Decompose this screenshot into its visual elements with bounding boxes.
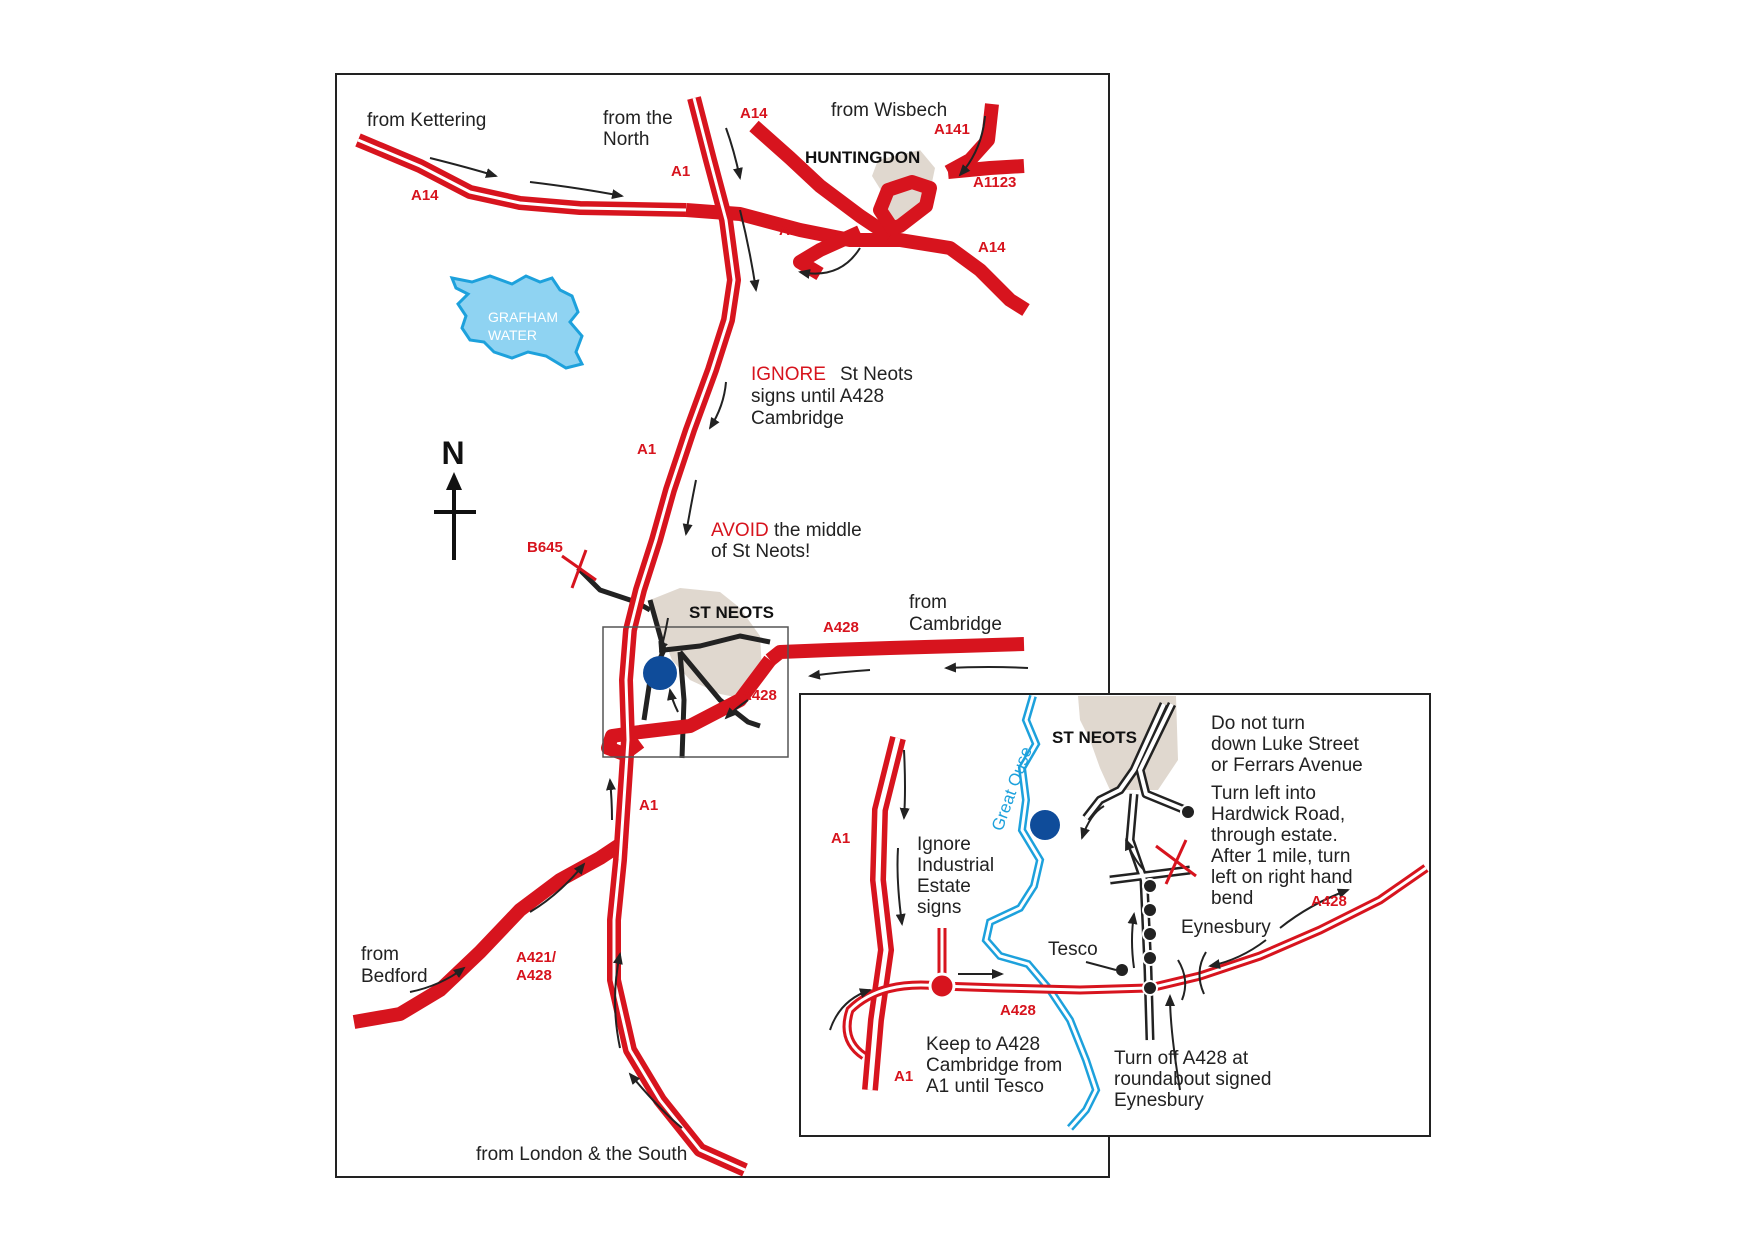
a1123-label: A1123 <box>973 174 1016 191</box>
ignore-note-line1: IGNORE St Neots <box>751 364 913 385</box>
huntingdon-label: HUNTINGDON <box>805 148 920 167</box>
from-london-label: from London & the South <box>476 1144 687 1165</box>
ignore-note-line3: Cambridge <box>751 408 844 429</box>
grafham-water <box>449 274 585 370</box>
inset-st-neots-label: ST NEOTS <box>1052 728 1137 747</box>
from-cambridge-label-1: from <box>909 592 947 613</box>
from-bedford-label-2: Bedford <box>361 966 428 987</box>
inset-a428-mid-label: A428 <box>1000 1002 1036 1019</box>
eynesbury-label: Eynesbury <box>1181 917 1271 938</box>
from-kettering-label: from Kettering <box>367 110 486 131</box>
inset-locator-box <box>602 626 789 758</box>
ignore-note-text1: St Neots <box>840 364 913 385</box>
inset-a1-bottom-label: A1 <box>894 1068 913 1085</box>
lake-label-line1: GRAFHAM <box>488 309 558 325</box>
a1-top-label: A1 <box>671 163 690 180</box>
ignore-note-line2: signs until A428 <box>751 386 884 407</box>
turn-off-line1: Turn off A428 at <box>1114 1048 1249 1069</box>
a14-north-road <box>749 120 894 242</box>
ignore-industrial-line3: Estate <box>917 876 971 897</box>
a428-east-label: A428 <box>823 619 859 636</box>
from-bedford-label-1: from <box>361 944 399 965</box>
a14-west-label: A14 <box>411 187 439 204</box>
a421-label-1: A421/ <box>516 949 557 966</box>
a14-mid-label: A14 <box>779 222 807 239</box>
do-not-turn-line3: or Ferrars Avenue <box>1211 755 1363 776</box>
a14-top-label: A14 <box>740 105 768 122</box>
b645-label: B645 <box>527 539 563 556</box>
avoid-note-line2: of St Neots! <box>711 541 810 562</box>
keep-to-line2: Cambridge from <box>926 1055 1062 1076</box>
from-cambridge-label-2: Cambridge <box>909 614 1002 635</box>
a141-label: A141 <box>934 121 970 138</box>
from-north-label-1: from the <box>603 108 673 129</box>
tesco-label: Tesco <box>1048 939 1098 960</box>
ignore-warning-word: IGNORE <box>751 364 826 385</box>
a428-roundabout <box>928 972 956 1000</box>
huntingdon-ring <box>873 175 937 235</box>
a428-bypass <box>601 655 776 761</box>
tesco-marker <box>1116 964 1128 976</box>
do-not-turn-line2: down Luke Street <box>1211 734 1360 755</box>
keep-to-note: Keep to A428 Cambridge from A1 until Tes… <box>926 1034 1062 1097</box>
turn-left-line2: Hardwick Road, <box>1211 804 1345 825</box>
a14-east-road <box>685 203 1030 316</box>
inset-map: Great Ouse <box>799 693 1431 1137</box>
a14-spur <box>793 225 863 281</box>
inset-a1-top-label: A1 <box>831 830 850 847</box>
a428-east-road <box>765 637 1025 666</box>
turn-left-line4: After 1 mile, turn <box>1211 846 1350 867</box>
turn-left-note: Turn left into Hardwick Road, through es… <box>1211 783 1353 909</box>
st-neots-label: ST NEOTS <box>689 603 774 622</box>
eynesbury-bridge <box>1177 951 1207 1001</box>
a428-south-label: A428 <box>741 687 777 704</box>
avoid-note-text1: the middle <box>769 520 862 541</box>
north-arrow: N <box>434 435 476 560</box>
do-not-turn-note: Do not turn down Luke Street or Ferrars … <box>1211 713 1363 776</box>
turn-left-line6: bend <box>1211 888 1253 909</box>
turn-left-line5: left on right hand <box>1211 867 1353 888</box>
ignore-industrial-line1: Ignore <box>917 834 971 855</box>
main-map: GRAFHAM WATER <box>335 73 1110 1178</box>
estate-roundabouts <box>1142 804 1196 996</box>
destination-marker <box>643 656 677 690</box>
turn-off-note: Turn off A428 at roundabout signed Eynes… <box>1114 1048 1271 1111</box>
ignore-industrial-line4: signs <box>917 897 961 918</box>
inset-destination-marker <box>1030 810 1060 840</box>
closed-route-cross <box>1155 839 1197 885</box>
inset-a428-east-label: A428 <box>1311 893 1347 910</box>
north-label: N <box>441 435 464 471</box>
do-not-turn-line1: Do not turn <box>1211 713 1305 734</box>
avoid-warning-word: AVOID <box>711 520 769 541</box>
avoid-note-line1: AVOID the middle <box>711 520 862 541</box>
inset-a1-road <box>862 736 906 1091</box>
turn-off-line2: roundabout signed <box>1114 1069 1271 1090</box>
b645-closed-cross <box>561 549 597 589</box>
turn-off-line3: Eynesbury <box>1114 1090 1204 1111</box>
a14-east-label: A14 <box>978 239 1006 256</box>
ignore-industrial-note: Ignore Industrial Estate signs <box>917 834 994 918</box>
lake-label-line2: WATER <box>488 327 537 343</box>
ignore-industrial-line2: Industrial <box>917 855 994 876</box>
direction-arrows <box>409 115 1029 1129</box>
a1-mid-label: A1 <box>637 441 656 458</box>
a421-label-2: A428 <box>516 967 552 984</box>
keep-to-line3: A1 until Tesco <box>926 1076 1044 1097</box>
a421-road <box>352 836 628 1029</box>
a1-low-label: A1 <box>639 797 658 814</box>
turn-left-line3: through estate. <box>1211 825 1338 846</box>
turn-left-line1: Turn left into <box>1211 783 1316 804</box>
from-wisbech-label: from Wisbech <box>831 100 947 121</box>
from-north-label-2: North <box>603 129 649 150</box>
a1123-road <box>947 159 1025 179</box>
inset-direction-arrows <box>829 749 1350 1091</box>
keep-to-line1: Keep to A428 <box>926 1034 1040 1055</box>
